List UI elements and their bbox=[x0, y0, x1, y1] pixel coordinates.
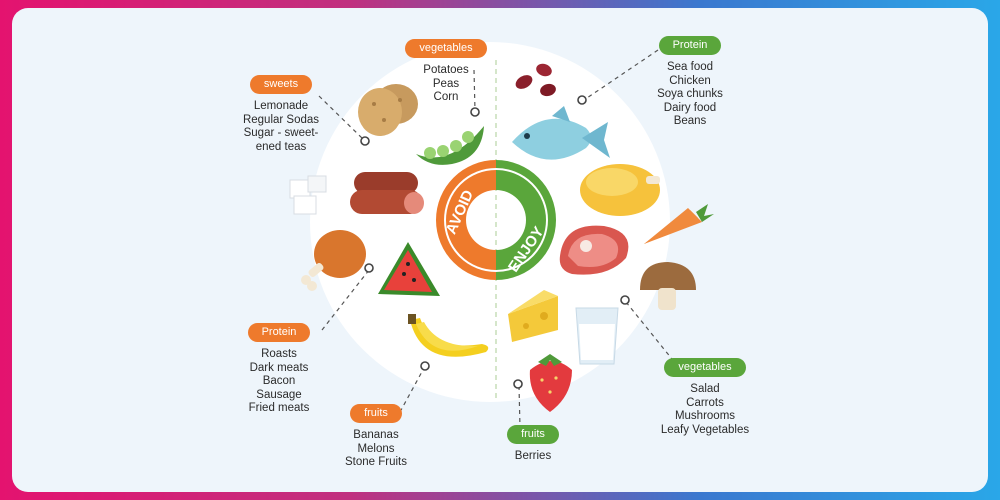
avoid-protein-item: Fried meats bbox=[248, 402, 310, 415]
diagram-card: AVOID ENJOY bbox=[12, 8, 988, 492]
avoid-vegetables-list: Potatoes Peas Corn bbox=[398, 64, 494, 105]
avoid-vegetables-item: Peas bbox=[432, 77, 460, 90]
sweets-item: Sugar - sweet- bbox=[243, 127, 319, 140]
dot-enjoy-vegetables bbox=[620, 295, 630, 305]
avoid-fruits-list: Bananas Melons Stone Fruits bbox=[330, 429, 422, 470]
chicken-leg-icon bbox=[301, 230, 366, 291]
avoid-fruits-item: Stone Fruits bbox=[345, 456, 407, 469]
enjoy-vegetables-list: Salad Carrots Mushrooms Leafy Vegetables bbox=[654, 383, 756, 437]
enjoy-protein-item: Beans bbox=[673, 115, 707, 128]
enjoy-vegetables-callout: vegetables Salad Carrots Mushrooms Leafy… bbox=[654, 358, 756, 437]
enjoy-protein-item: Sea food bbox=[666, 61, 714, 73]
enjoy-fruits-callout: fruits Berries bbox=[496, 425, 570, 464]
ring-outline bbox=[444, 168, 548, 272]
connector-enjoy-protein bbox=[583, 49, 659, 101]
enjoy-vegetables-tag: vegetables bbox=[664, 358, 746, 377]
sausage-icon bbox=[350, 172, 424, 214]
mushroom-icon bbox=[640, 262, 696, 310]
avoid-fruits-item: Bananas bbox=[353, 429, 399, 441]
steak-icon bbox=[559, 225, 629, 275]
dot-enjoy-protein bbox=[577, 95, 587, 105]
dot-sweets bbox=[360, 136, 370, 146]
enjoy-protein-item: Soya chunks bbox=[657, 88, 723, 101]
connector-avoid-fruits bbox=[399, 367, 425, 413]
peas-icon bbox=[416, 126, 484, 165]
dot-avoid-protein bbox=[364, 263, 374, 273]
dot-enjoy-fruits bbox=[513, 379, 523, 389]
enjoy-protein-tag: Protein bbox=[658, 36, 722, 55]
avoid-protein-list: Roasts Dark meats Bacon Sausage Fried me… bbox=[234, 348, 324, 416]
connector-lines bbox=[318, 49, 677, 429]
avoid-protein-item: Roasts bbox=[261, 348, 297, 360]
enjoy-fruits-tag: fruits bbox=[507, 425, 559, 444]
avoid-protein-tag: Protein bbox=[247, 323, 311, 342]
avoid-protein-callout: Protein Roasts Dark meats Bacon Sausage … bbox=[234, 323, 324, 416]
enjoy-vegetables-item: Salad bbox=[690, 383, 720, 395]
avoid-vegetables-tag: vegetables bbox=[405, 39, 487, 58]
avoid-fruits-tag: fruits bbox=[350, 404, 402, 423]
avoid-protein-item: Bacon bbox=[262, 375, 296, 388]
dot-avoid-vegetables bbox=[470, 107, 480, 117]
sweets-item: Lemonade bbox=[253, 100, 309, 112]
roast-chicken-icon bbox=[580, 164, 660, 216]
potatoes-icon bbox=[358, 84, 418, 136]
sweets-item: ened teas bbox=[255, 140, 307, 153]
sweets-item: Regular Sodas bbox=[242, 113, 320, 126]
avoid-vegetables-item: Potatoes bbox=[423, 64, 469, 76]
enjoy-vegetables-item: Leafy Vegetables bbox=[660, 423, 750, 436]
beans-icon bbox=[515, 63, 556, 97]
strawberry-icon bbox=[529, 354, 572, 412]
enjoy-vegetables-item: Mushrooms bbox=[674, 410, 736, 423]
sweets-callout: sweets Lemonade Regular Sodas Sugar - sw… bbox=[234, 75, 328, 154]
dot-avoid-fruits bbox=[420, 361, 430, 371]
enjoy-fruits-item: Berries bbox=[514, 450, 552, 462]
enjoy-protein-list: Sea food Chicken Soya chunks Dairy food … bbox=[648, 61, 732, 129]
banana-icon bbox=[408, 314, 489, 357]
watermelon-icon bbox=[378, 242, 440, 296]
fish-icon bbox=[512, 106, 610, 160]
connector-dots bbox=[360, 95, 630, 389]
avoid-vegetables-item: Corn bbox=[433, 91, 459, 104]
enjoy-vegetables-item: Carrots bbox=[686, 396, 724, 409]
avoid-protein-item: Dark meats bbox=[249, 361, 309, 374]
enjoy-protein-item: Chicken bbox=[669, 74, 711, 87]
enjoy-protein-item: Dairy food bbox=[663, 101, 717, 114]
sugar-cubes-icon bbox=[289, 175, 327, 215]
connector-avoid-vegetables bbox=[473, 69, 476, 112]
avoid-vegetables-callout: vegetables Potatoes Peas Corn bbox=[398, 39, 494, 105]
connector-enjoy-fruits bbox=[518, 385, 521, 429]
enjoy-protein-callout: Protein Sea food Chicken Soya chunks Dai… bbox=[648, 36, 732, 129]
cheese-icon bbox=[508, 290, 558, 342]
sweets-tag: sweets bbox=[249, 75, 313, 94]
carrot-icon bbox=[644, 204, 714, 244]
avoid-fruits-callout: fruits Bananas Melons Stone Fruits bbox=[330, 404, 422, 470]
enjoy-half bbox=[496, 160, 556, 280]
avoid-fruits-item: Melons bbox=[357, 442, 395, 455]
avoid-half bbox=[436, 160, 496, 280]
food-plate-illustration: AVOID ENJOY bbox=[289, 42, 714, 429]
connector-sweets bbox=[318, 95, 365, 141]
avoid-protein-item: Sausage bbox=[256, 388, 302, 401]
enjoy-fruits-list: Berries bbox=[496, 450, 570, 464]
sweets-list: Lemonade Regular Sodas Sugar - sweet- en… bbox=[234, 100, 328, 154]
milk-glass-icon bbox=[575, 307, 619, 365]
connector-enjoy-vegetables bbox=[625, 301, 677, 365]
